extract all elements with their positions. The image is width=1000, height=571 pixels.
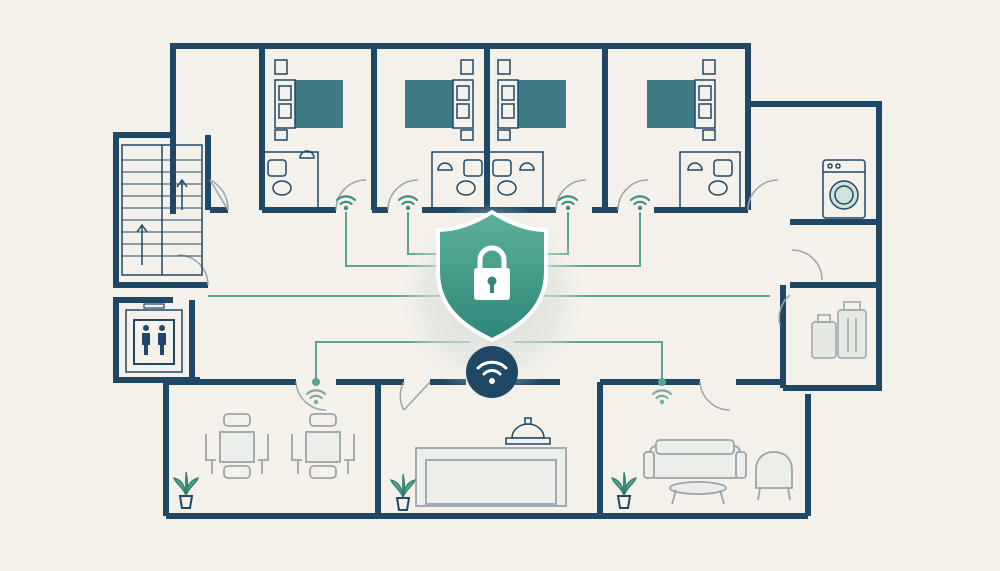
washing-machine-icon — [822, 159, 866, 219]
wifi-signal-icon — [305, 389, 327, 406]
reception-desk — [415, 447, 567, 507]
bathroom-icon — [263, 150, 319, 209]
wifi-hub-icon — [466, 346, 518, 398]
dining-table-icon — [205, 413, 355, 479]
armchair-icon — [755, 451, 793, 501]
bed-icon — [647, 59, 716, 141]
potted-plant-icon — [611, 471, 637, 509]
bathroom-icon — [431, 151, 487, 209]
guest-room-3 — [488, 59, 566, 209]
guest-room-2 — [405, 59, 487, 209]
bed-icon — [274, 59, 343, 141]
potted-plant-icon — [390, 473, 416, 511]
potted-plant-icon — [173, 471, 199, 509]
wifi-signal-icon — [397, 195, 419, 212]
guest-room-4 — [647, 59, 741, 209]
bed-icon — [497, 59, 566, 141]
bed-icon — [405, 59, 474, 141]
wifi-signal-icon — [335, 195, 357, 212]
network-nodes — [312, 378, 666, 386]
wifi-signal-icon — [629, 195, 651, 212]
sofa-icon — [643, 439, 747, 479]
building-walls — [113, 43, 882, 519]
wifi-signal-icon — [557, 195, 579, 212]
guest-room-1 — [263, 59, 343, 209]
bathroom-icon — [679, 151, 741, 209]
coffee-table — [669, 481, 727, 505]
service-bell-icon — [505, 417, 551, 445]
wifi-signal-icon — [651, 389, 673, 406]
stairs-icon — [121, 144, 203, 276]
shield-lock-icon — [436, 209, 548, 343]
elevator-icon — [125, 303, 183, 373]
bathroom-icon — [488, 151, 544, 209]
door-swings — [177, 179, 823, 411]
luggage-icon — [811, 301, 867, 359]
